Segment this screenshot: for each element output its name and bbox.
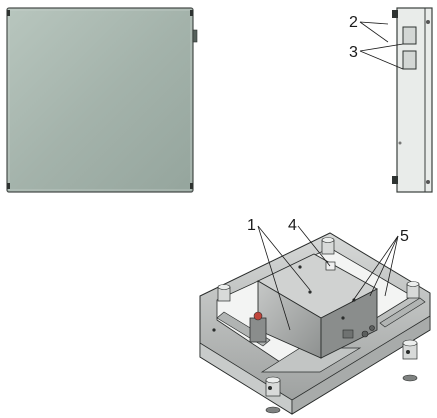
callout-3-leader-b	[359, 50, 404, 70]
load-cell-right	[406, 281, 420, 299]
front-panel-corner-bl	[7, 183, 10, 189]
callout-5-leader-a	[351, 235, 399, 303]
isometric-view	[199, 232, 431, 415]
front-panel-face	[6, 7, 194, 193]
cross-member-front	[260, 347, 362, 373]
callout-5: 5	[351, 228, 409, 303]
callout-1-label: 1	[247, 217, 256, 234]
enclosure-screw-2	[308, 290, 312, 294]
frame-bolt-2	[406, 350, 410, 354]
callout-5-leader-c	[384, 235, 399, 297]
frame-right-rail	[291, 315, 431, 415]
cross-member-right	[379, 297, 426, 328]
valve-block	[249, 317, 267, 343]
load-cell-front	[265, 376, 281, 397]
front-panel-corner-tr	[190, 10, 193, 16]
enclosure-side	[320, 288, 378, 359]
valve-knob-icon	[253, 311, 263, 321]
frame-bolt-3	[212, 328, 216, 332]
side-screw-mid	[398, 141, 402, 145]
callout-4: 4	[288, 217, 331, 267]
front-panel-inner-edge	[8, 9, 192, 191]
enclosure-screw-1	[298, 265, 302, 269]
callout-2: 2	[349, 14, 389, 43]
callout-3-label: 3	[349, 44, 358, 61]
load-cell-front-right	[402, 339, 418, 360]
side-screw-bottom	[426, 180, 430, 184]
front-panel-corner-br	[190, 183, 193, 189]
callout-4-leader	[297, 225, 331, 267]
frame-bolt-1	[268, 386, 272, 390]
load-cell-back	[321, 237, 335, 255]
callout-4-label: 4	[288, 217, 297, 234]
enclosure-gland-2	[369, 325, 375, 331]
side-view	[392, 7, 433, 193]
enclosure-plate-icon	[325, 261, 336, 271]
callout-5-label: 5	[400, 228, 409, 245]
enclosure-connector	[342, 329, 354, 339]
callout-1: 1	[247, 217, 311, 331]
cable-gland-upper	[402, 26, 417, 45]
callout-2-label: 2	[349, 14, 358, 31]
front-view	[6, 7, 198, 193]
callout-2-leader-b	[359, 21, 389, 43]
load-cell-left	[217, 284, 231, 302]
foot-right	[402, 374, 418, 382]
callout-3: 3	[349, 43, 404, 70]
callout-1-leader-b	[257, 225, 311, 291]
callout-3-leader-a	[359, 43, 404, 52]
side-panel-cap-top	[392, 10, 398, 18]
foot-front	[265, 406, 281, 414]
side-panel-cap-bottom	[392, 176, 398, 184]
front-panel-corner-tl	[7, 10, 10, 16]
callout-5-leader-b	[369, 235, 399, 297]
enclosure-screw-4	[341, 316, 345, 320]
callout-1-leader-a	[257, 225, 291, 331]
callout-2-leader-a	[359, 21, 389, 25]
cable-gland-lower	[402, 50, 417, 70]
side-screw-top	[426, 20, 430, 24]
enclosure-gland-1	[361, 330, 369, 338]
hinge-icon	[192, 29, 198, 43]
